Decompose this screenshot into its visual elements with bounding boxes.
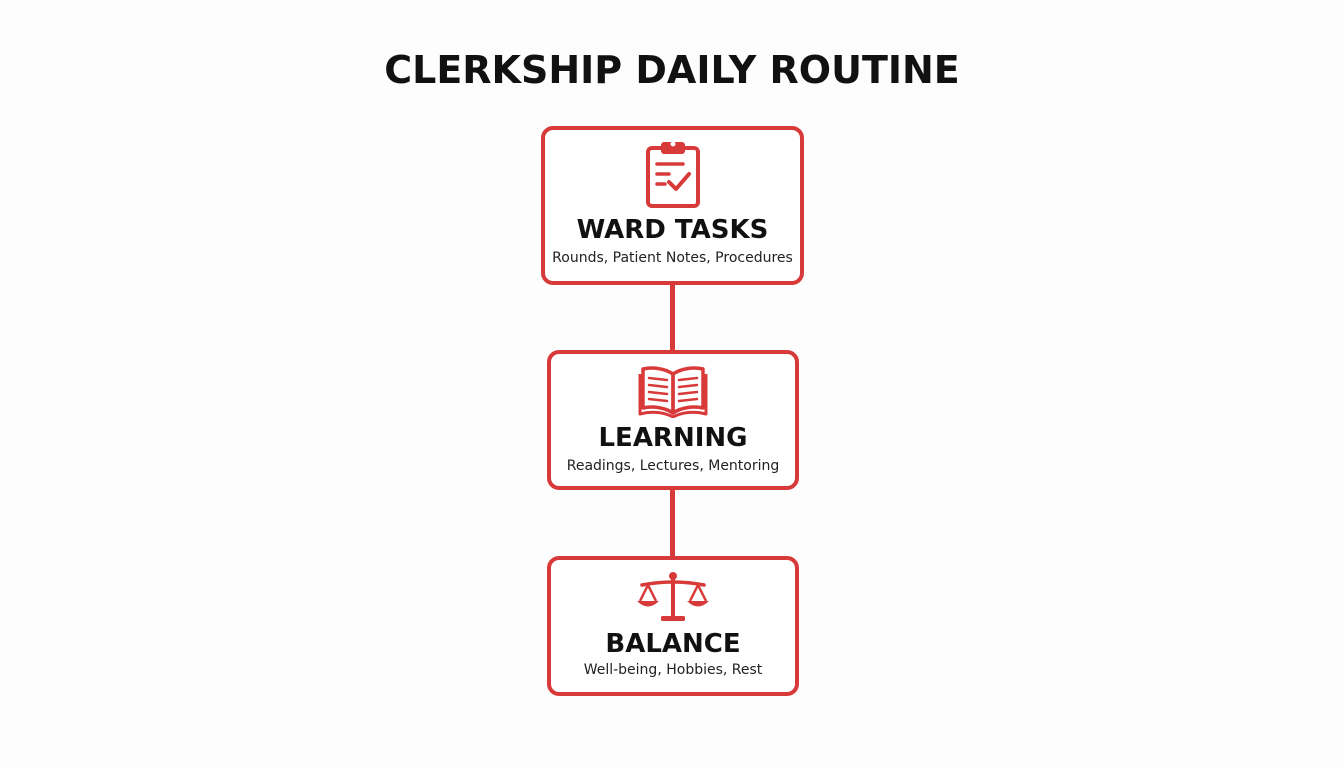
step-subtitle: Well-being, Hobbies, Rest <box>583 662 763 678</box>
step-card-learning: LEARNING Readings, Lectures, Mentoring <box>547 350 799 490</box>
step-card-balance: BALANCE Well-being, Hobbies, Rest <box>547 556 799 696</box>
step-title: LEARNING <box>598 423 748 453</box>
step-title: WARD TASKS <box>576 215 769 245</box>
page-title: CLERKSHIP DAILY ROUTINE <box>384 48 960 92</box>
step-subtitle: Rounds, Patient Notes, Procedures <box>552 250 793 266</box>
step-title: BALANCE <box>605 629 741 659</box>
connector-line <box>670 488 675 557</box>
balance-scale-icon <box>636 570 710 628</box>
step-subtitle: Readings, Lectures, Mentoring <box>566 458 780 474</box>
open-book-icon <box>638 364 708 422</box>
step-card-ward-tasks: WARD TASKS Rounds, Patient Notes, Proced… <box>541 126 804 285</box>
connector-line <box>670 283 675 352</box>
clipboard-check-icon <box>643 138 703 214</box>
